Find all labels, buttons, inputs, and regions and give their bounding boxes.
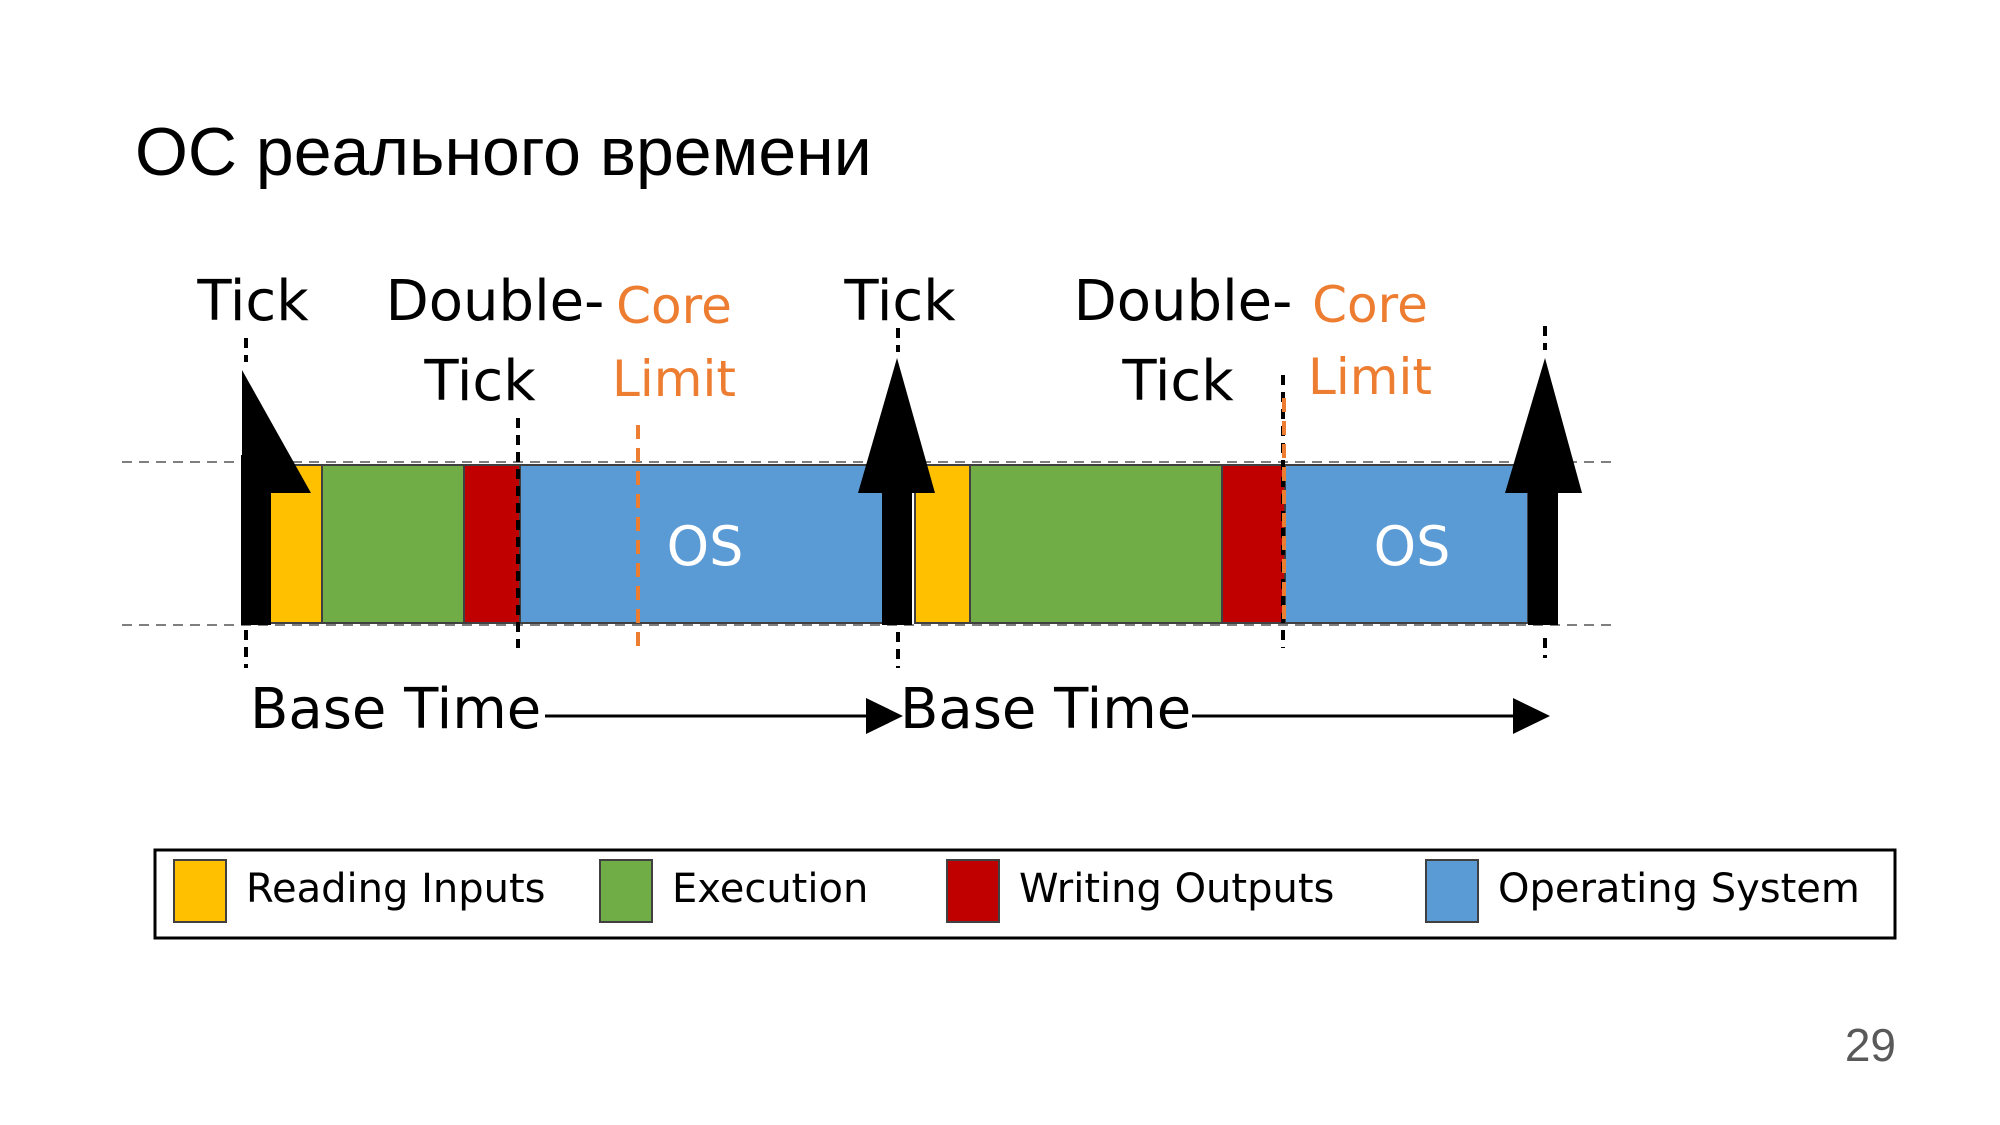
tick2-arrow-icon — [858, 358, 935, 625]
writing-outputs-legend-label: Writing Outputs — [1019, 866, 1334, 912]
legend-box — [153, 848, 1897, 940]
execution-legend-label: Execution — [672, 866, 868, 912]
cycle2-os-label: OS — [1374, 515, 1451, 578]
reading-inputs-swatch — [173, 859, 227, 923]
reading-inputs-legend-label: Reading Inputs — [246, 866, 546, 912]
tick1-arrow-icon — [241, 370, 311, 625]
core-limit2-label-line1: Core — [1312, 276, 1428, 334]
execution-swatch — [599, 859, 653, 923]
legend-item-writing-outputs: Writing Outputs — [946, 859, 1334, 923]
operating-system-swatch — [1425, 859, 1479, 923]
legend-item-reading-inputs: Reading Inputs — [173, 859, 546, 923]
slide-title: ОС реального времени — [135, 114, 872, 190]
base-time1-label: Base Time — [250, 677, 541, 742]
cycle1-execution-block — [321, 464, 465, 624]
cycle2-operating-system-block — [1284, 464, 1529, 624]
double-tick1-label-line1: Double- — [386, 269, 605, 334]
double-tick2-label-line1: Double- — [1074, 269, 1293, 334]
base-time2-arrow-icon — [1192, 698, 1550, 734]
page-number: 29 — [1844, 1019, 1896, 1071]
tick1-label: Tick — [196, 269, 309, 334]
cycle2-execution-block — [969, 464, 1223, 624]
base-time1-arrow-icon — [545, 698, 903, 734]
cycle1-os-label: OS — [667, 515, 744, 578]
core-limit1-label-line2: Limit — [612, 350, 736, 408]
legend-item-execution: Execution — [599, 859, 868, 923]
cycle1-writing-outputs-block — [463, 464, 521, 624]
writing-outputs-swatch — [946, 859, 1000, 923]
double-tick2-label-line2: Tick — [1121, 349, 1234, 414]
legend-item-operating-system: Operating System — [1425, 859, 1860, 923]
core-limit1-label-line1: Core — [616, 277, 732, 335]
operating-system-legend-label: Operating System — [1498, 866, 1860, 912]
double-tick1-label-line2: Tick — [423, 349, 536, 414]
core-limit2-label-line2: Limit — [1308, 348, 1432, 406]
tick2-label: Tick — [843, 269, 956, 334]
tick3-arrow-icon — [1505, 358, 1582, 625]
cycle2-writing-outputs-block — [1221, 464, 1286, 624]
base-time2-label: Base Time — [900, 677, 1191, 742]
